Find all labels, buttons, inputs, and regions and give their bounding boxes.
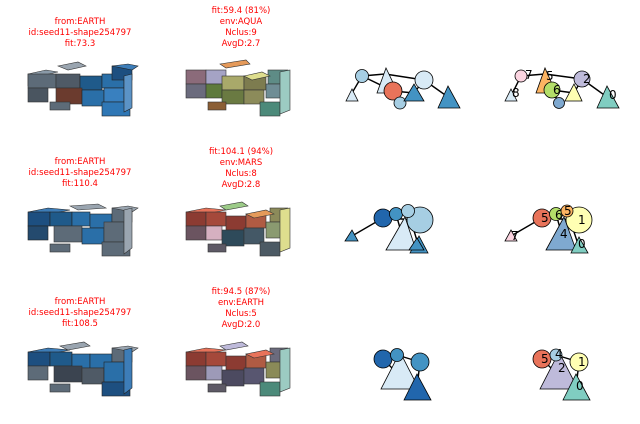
caption-line: AvgD:2.0	[221, 320, 261, 330]
graph-node-label: 6	[555, 208, 563, 222]
graph-node-label: 1	[578, 213, 586, 227]
graph-row3-shapes	[373, 348, 432, 401]
graph-row2-labelled: 5 6 5 1 4 7 0	[504, 204, 593, 254]
caption-line: Nclus:5	[225, 309, 257, 319]
graph-node-label: 0	[609, 88, 617, 102]
graph-row3-labelled: 5 4 1 2 0	[532, 347, 591, 401]
caption-line: fit:73.3	[64, 39, 96, 49]
graph-node-label: 5	[546, 69, 554, 83]
graph-node-label: 8	[512, 86, 520, 100]
graph-node-label: 5	[564, 204, 572, 218]
row2-right-caption: fit:104.1 (94%) env:MARS Nclus:8 AvgD:2.…	[209, 147, 273, 191]
caption-line: id:seed11-shape254797	[28, 168, 132, 178]
caption-line: AvgD:2.7	[221, 39, 261, 49]
row3-left-caption: from:EARTH id:seed11-shape254797 fit:108…	[29, 297, 132, 330]
caption-line: id:seed11-shape254797	[28, 28, 132, 38]
voxel-shape-clustered	[185, 59, 291, 117]
graph-node-label: 4	[555, 347, 563, 361]
row1-left-caption: from:EARTH id:seed11-shape254797 fit:73.…	[29, 17, 132, 50]
graph-node-label: 4	[560, 227, 568, 241]
caption-line: fit:108.5	[62, 319, 98, 329]
graph-node-label: 1	[578, 355, 586, 369]
graph-node-label: 5	[541, 352, 549, 366]
voxel-shape-clustered	[185, 201, 291, 257]
graph-node-label: 7	[525, 68, 533, 82]
caption-line: fit:94.5 (87%)	[211, 287, 271, 297]
caption-line: from:EARTH	[54, 17, 106, 27]
caption-line: env:AQUA	[219, 17, 263, 27]
voxel-shape-original	[27, 61, 139, 117]
graph-row1-labelled: 7 5 6 8 2 0	[504, 66, 620, 109]
caption-line: Nclus:8	[225, 169, 257, 179]
caption-line: fit:104.1 (94%)	[208, 147, 274, 157]
row1-right-caption: fit:59.4 (81%) env:AQUA Nclus:9 AvgD:2.7	[212, 6, 271, 50]
caption-line: env:MARS	[219, 158, 263, 168]
caption-line: from:EARTH	[54, 157, 106, 167]
caption-line: fit:59.4 (81%)	[211, 6, 271, 16]
caption-line: id:seed11-shape254797	[28, 308, 132, 318]
row2-left-caption: from:EARTH id:seed11-shape254797 fit:110…	[29, 157, 132, 190]
caption-line: from:EARTH	[54, 297, 106, 307]
graph-node-label: 7	[511, 229, 519, 243]
row3-right-caption: fit:94.5 (87%) env:EARTH Nclus:5 AvgD:2.…	[212, 287, 271, 331]
graph-node-label: 5	[541, 211, 549, 225]
graph-row2-shapes	[344, 204, 434, 254]
graph-node-label: 0	[576, 379, 584, 393]
voxel-shape-clustered	[185, 341, 291, 397]
graph-node-label: 6	[553, 83, 561, 97]
caption-line: Nclus:9	[225, 28, 257, 38]
voxel-shape-original	[27, 341, 139, 397]
graph-node-label: 2	[558, 361, 566, 375]
caption-line: AvgD:2.8	[221, 180, 261, 190]
caption-line: fit:110.4	[62, 179, 98, 189]
graph-row1-shapes	[345, 66, 461, 110]
graph-node-label: 2	[583, 72, 591, 86]
graph-node-label: 0	[578, 237, 586, 251]
caption-line: env:EARTH	[217, 298, 265, 308]
voxel-shape-original	[27, 203, 139, 257]
